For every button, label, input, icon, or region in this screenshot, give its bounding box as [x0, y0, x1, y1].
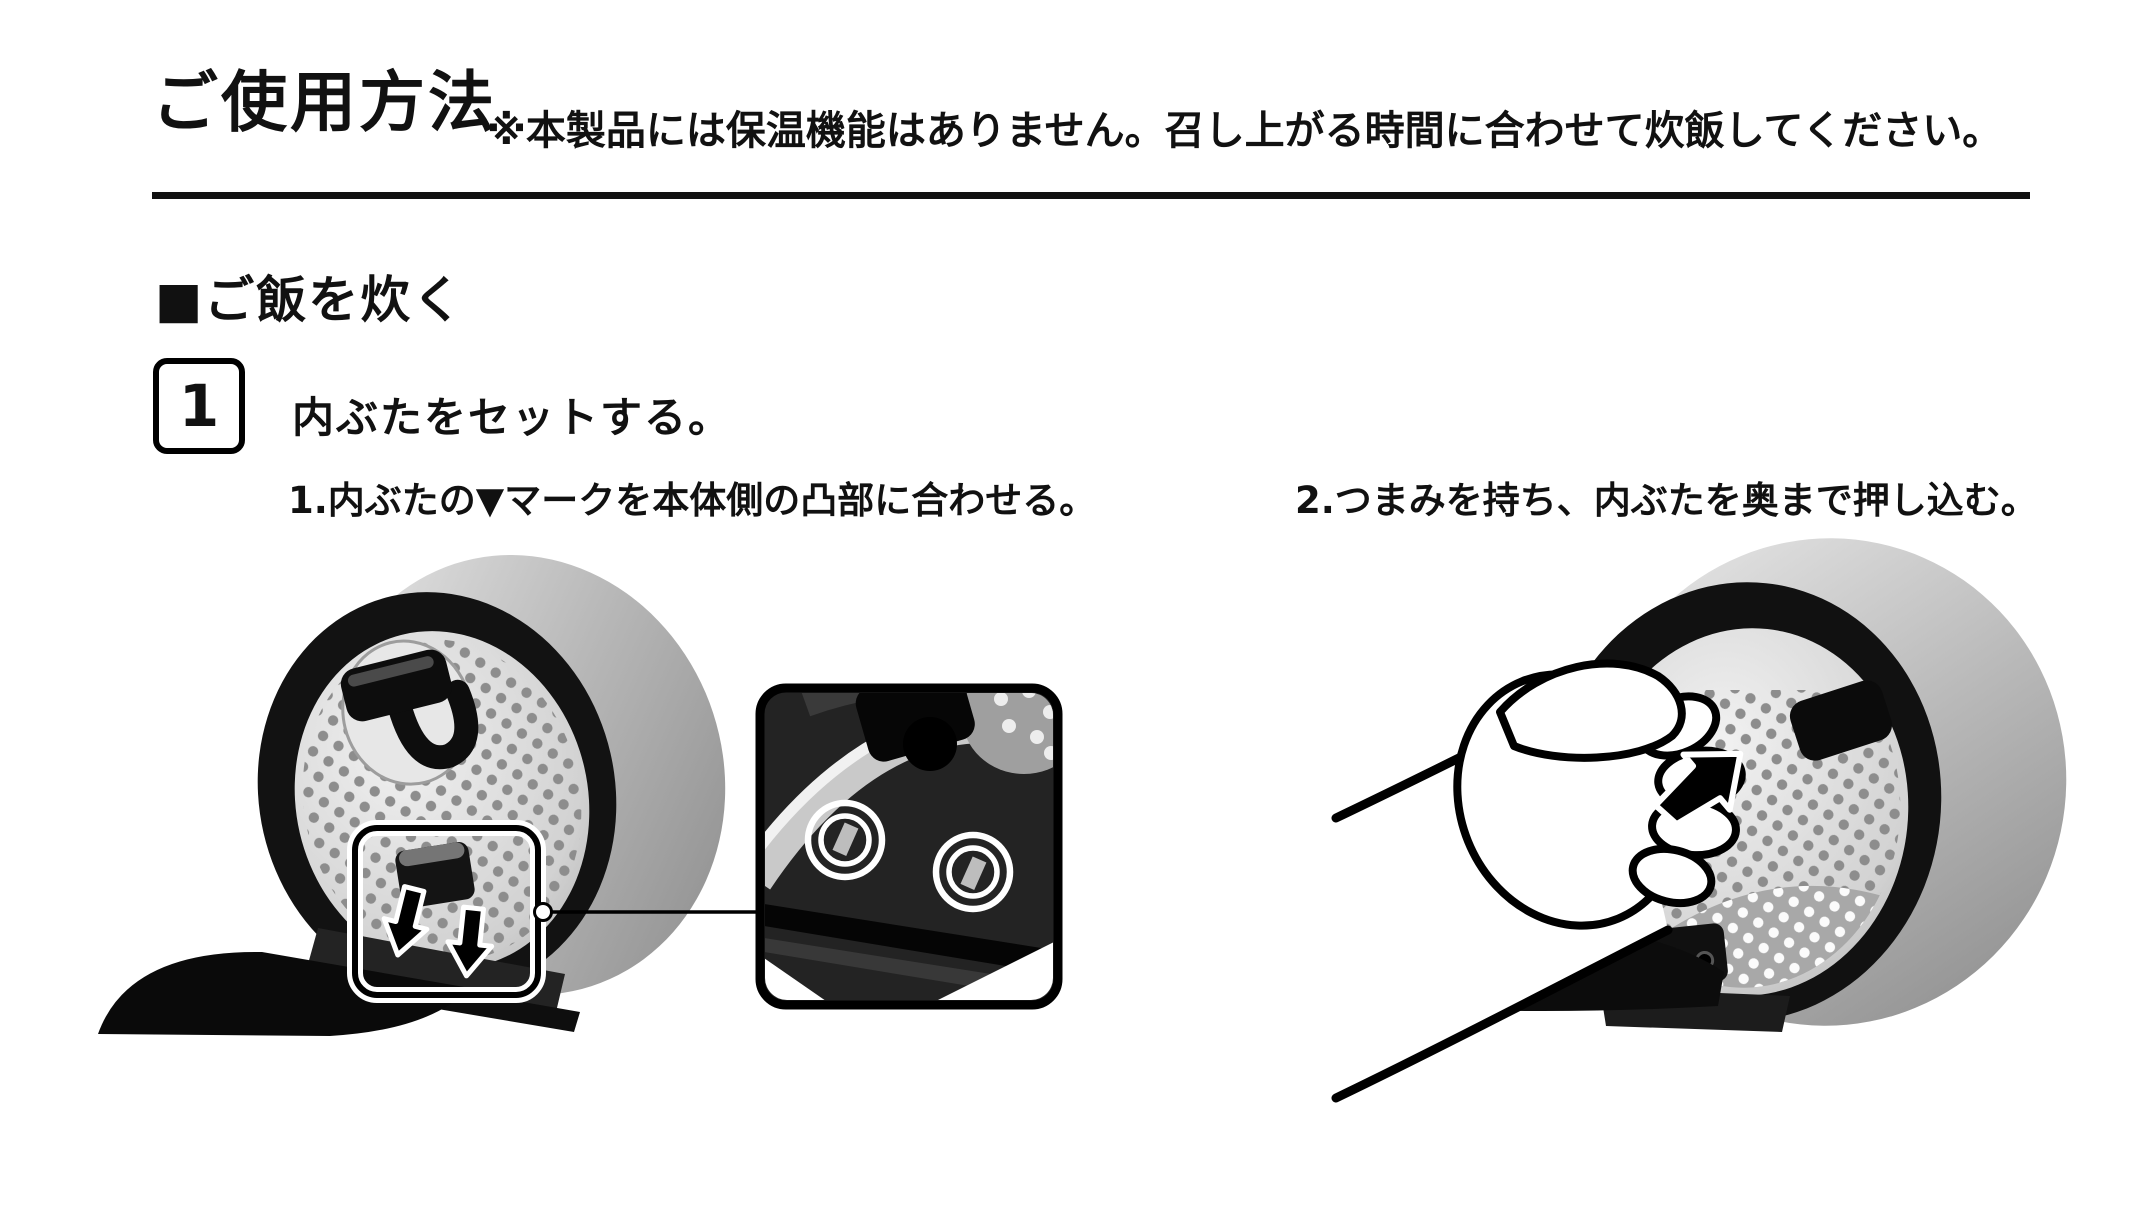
page-title: ご使用方法	[152, 64, 497, 141]
substep-2-text: 2.つまみを持ち、内ぶたを奥まで押し込む。	[1295, 479, 2038, 522]
step-number: 1	[178, 372, 220, 440]
step-number-box: 1	[153, 358, 245, 454]
push-arrow-icon	[1652, 750, 1744, 828]
highlight-circles	[804, 799, 1014, 913]
instruction-illustrations	[98, 538, 2067, 1103]
hand-push-illustration	[1331, 538, 2067, 1103]
leader-line	[533, 902, 760, 922]
inner-lid-knob	[340, 639, 479, 786]
hand-illustration	[1331, 659, 1746, 1103]
substep-1-text: 1.内ぶたの▼マークを本体側の凸部に合わせる。	[288, 479, 1097, 522]
section-heading: ■ご飯を炊く	[155, 271, 465, 329]
magnified-detail-box	[755, 683, 1063, 1010]
keep-warm-note: ※本製品には保温機能はありません。召し上がる時間に合わせて炊飯してください。	[487, 108, 2003, 154]
step-title: 内ぶたをセットする。	[292, 393, 733, 442]
title-divider	[152, 192, 2030, 199]
inner-lid-knob-right	[1789, 680, 1893, 761]
inner-lid-illustration	[98, 555, 726, 1036]
down-arrows-icon	[381, 884, 495, 979]
